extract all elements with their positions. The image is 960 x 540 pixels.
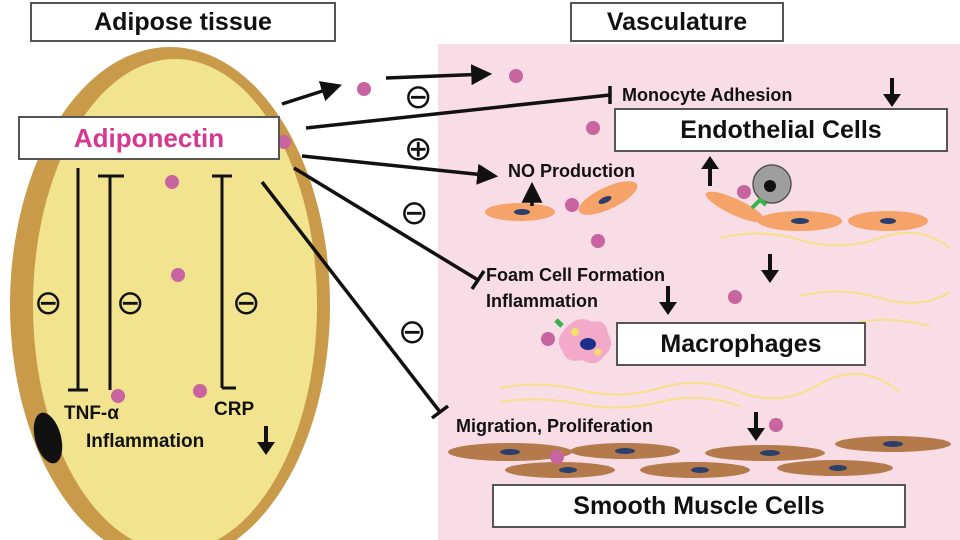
adipose-cell-cytoplasm [33,59,317,540]
inhibition-sign: ⊖ [34,284,63,322]
adiponectin-label: Adiponectin [18,116,280,160]
stimulation-sign: ⊕ [404,130,433,168]
inhibition-sign: ⊖ [116,284,145,322]
migration-proliferation-label: Migration, Proliferation [456,416,654,436]
no-production-label: NO Production [508,161,635,181]
monocyte-adhesion-label: Monocyte Adhesion [622,85,793,105]
monocyte-nucleus [764,180,776,192]
endothelial-cells-label: Endothelial Cells [614,108,948,152]
adipose-inhibition-lines [68,168,236,392]
inhibition-sign: ⊖ [404,78,433,116]
adhesion-molecule [750,197,768,210]
extracellular-fibers [499,231,951,409]
endothelial-cell [705,191,765,223]
inhibition-sign: ⊖ [400,194,429,232]
no-activation-arrow [301,154,499,185]
foam-cell-formation-label: Foam Cell Formation [486,265,666,285]
foam-cell-inhibition-line [293,166,479,282]
smooth-muscle-nuclei [500,441,903,473]
lipid-droplet [594,348,602,356]
adipocyte-nucleus [33,412,63,464]
macrophages-label: Macrophages [616,322,866,366]
lipid-droplet [571,328,579,336]
circulation-arrow [385,64,493,86]
adipose-tissue-title: Adipose tissue [30,2,336,42]
migration-inhibition-line [260,180,442,414]
vascular-inflammation-label: Inflammation [486,291,599,311]
inhibition-sign: ⊖ [232,284,261,322]
adiponectin-pathways [260,64,612,420]
monocyte-inhibition-line [305,93,611,130]
endothelial-nuclei [514,195,896,224]
crp-label: CRP [214,399,255,420]
tnf-alpha-label: TNF-α [64,403,119,424]
adipose-inflammation-label: Inflammation [86,431,205,452]
inhibition-sign: ⊖ [398,313,427,351]
smooth-muscle-cells-label: Smooth Muscle Cells [492,484,906,528]
macrophage-nucleus [580,338,596,350]
macrophage-receptor [554,318,564,328]
secretion-arrow [281,81,342,106]
vasculature-title: Vasculature [570,2,784,42]
